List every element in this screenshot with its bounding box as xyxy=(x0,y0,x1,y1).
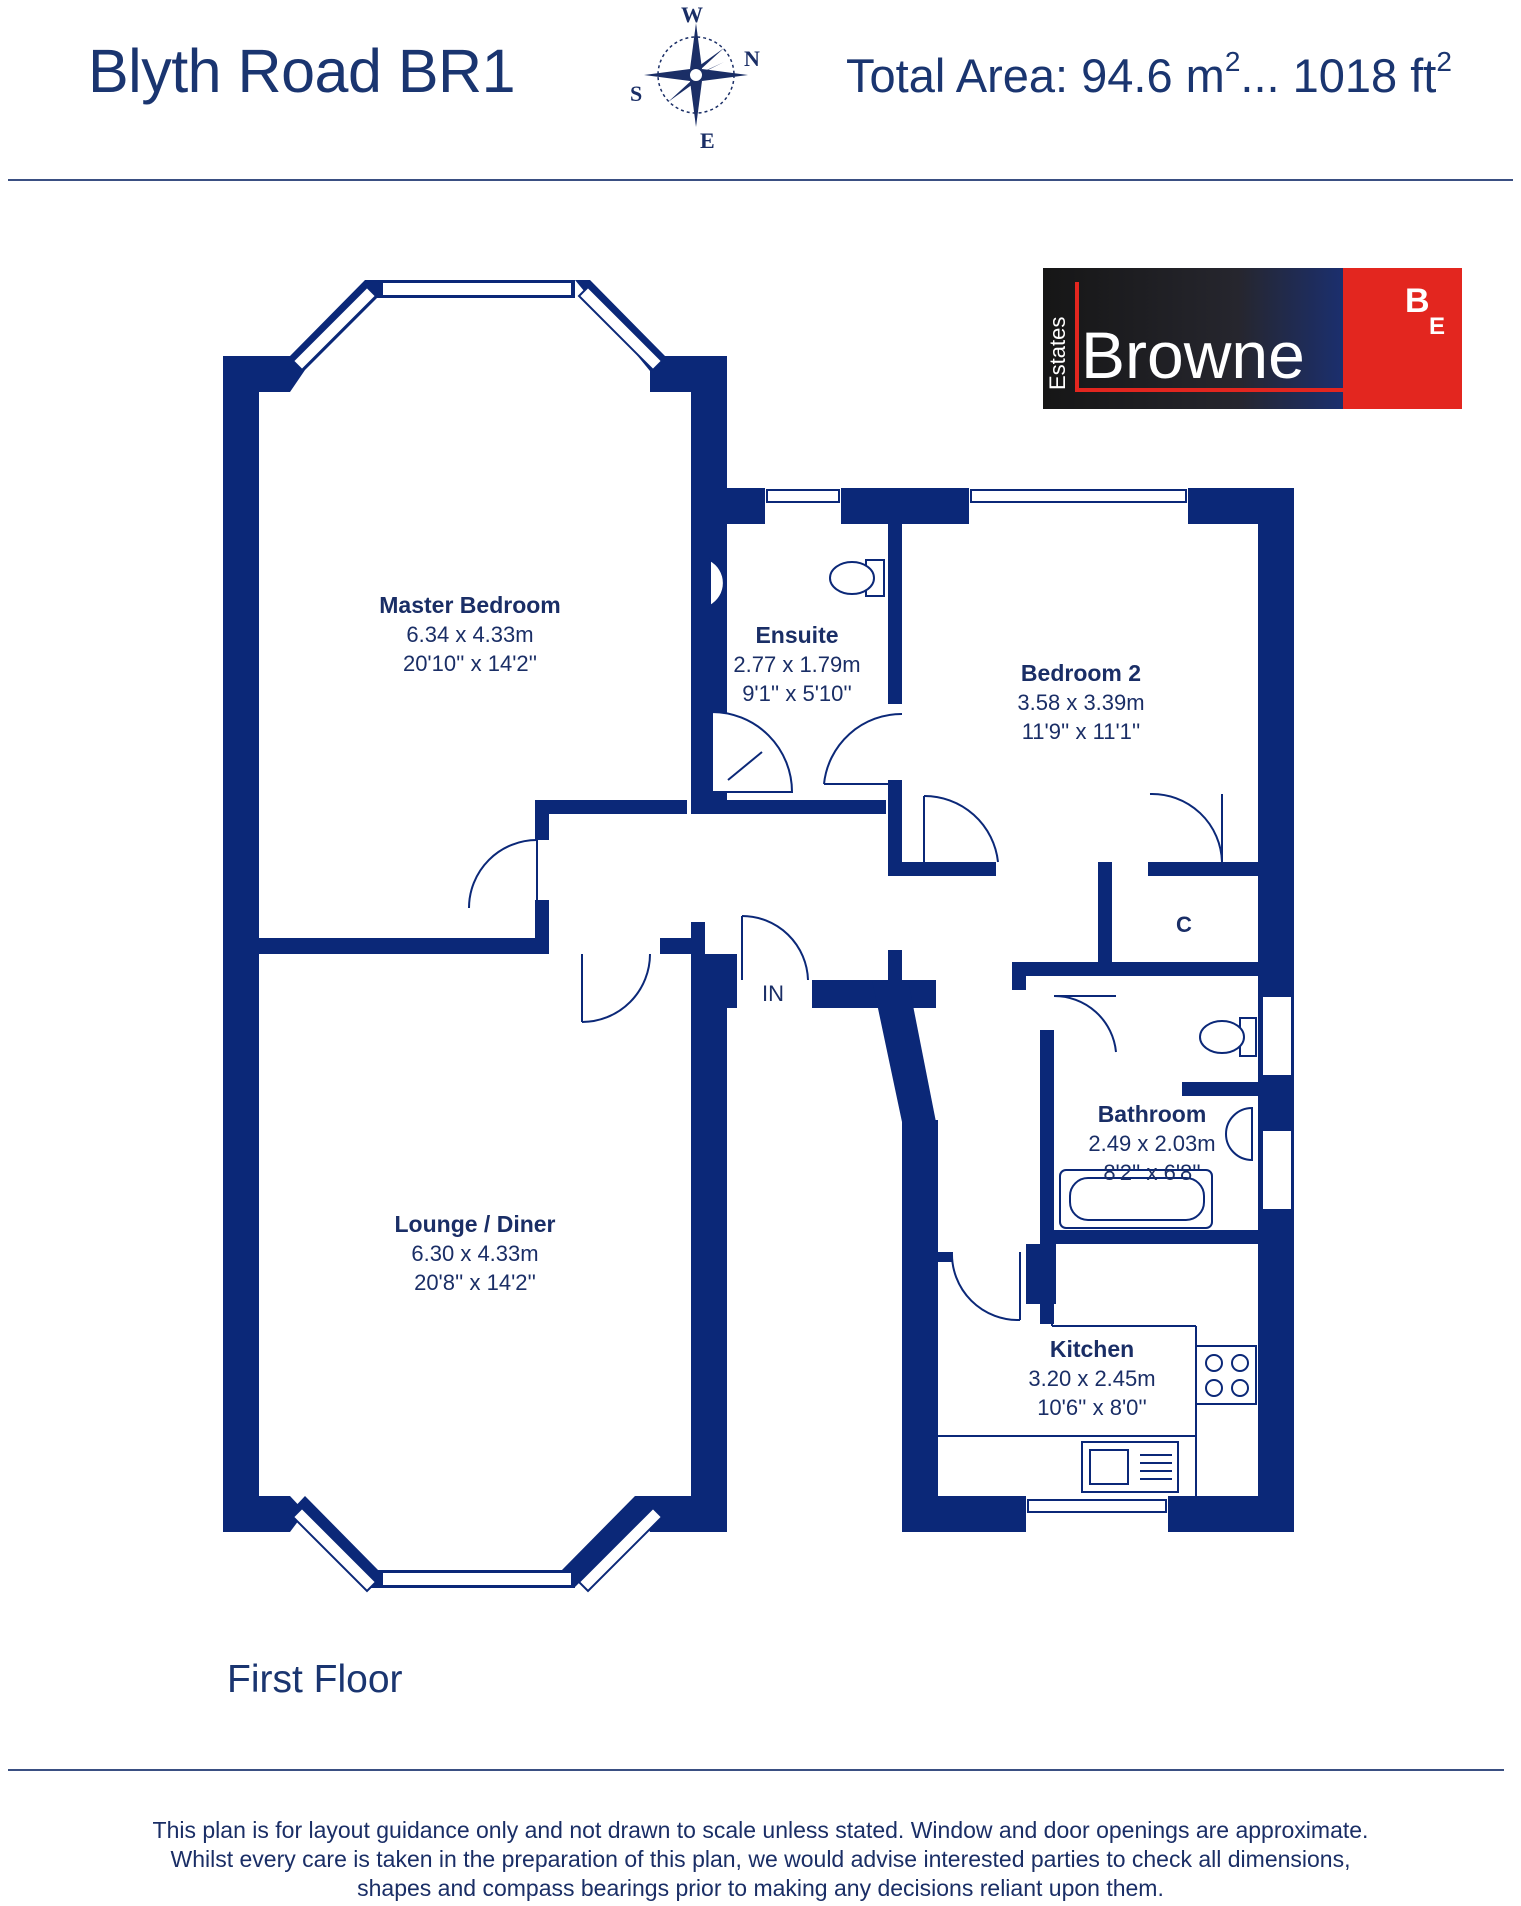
total-area-sup-imperial: 2 xyxy=(1436,46,1452,78)
compass-east: E xyxy=(700,128,715,150)
room-bedroom-2: Bedroom 2 3.58 x 3.39m 11'9'' x 11'1'' xyxy=(1017,659,1144,746)
room-name: Bathroom xyxy=(1097,1101,1207,1127)
room-metric: 2.49 x 2.03m xyxy=(1088,1131,1216,1156)
room-metric: 6.30 x 4.33m xyxy=(411,1241,539,1266)
floor-label: First Floor xyxy=(227,1658,403,1701)
compass-north: N xyxy=(744,46,760,71)
room-metric: 3.20 x 2.45m xyxy=(1028,1366,1156,1391)
logo-brand: Browne xyxy=(1081,318,1305,392)
room-name: Lounge / Diner xyxy=(394,1211,556,1237)
room-name: Kitchen xyxy=(1049,1336,1135,1362)
entrance-label: IN xyxy=(762,981,784,1006)
room-imperial: 20'10'' x 14'2'' xyxy=(402,651,538,676)
room-metric: 2.77 x 1.79m xyxy=(733,652,861,677)
footer-divider xyxy=(8,1769,1504,1771)
room-imperial: 11'9'' x 11'1'' xyxy=(1021,719,1141,744)
room-lounge-diner: Lounge / Diner 6.30 x 4.33m 20'8'' x 14'… xyxy=(395,1210,556,1297)
browne-estates-logo: Estates Browne B E xyxy=(1043,268,1462,409)
disclaimer-line: Whilst every care is taken in the prepar… xyxy=(170,1846,1351,1872)
logo-estates: Estates xyxy=(1045,317,1070,390)
compass-west: W xyxy=(681,2,703,27)
header-divider xyxy=(8,179,1513,181)
disclaimer-line: shapes and compass bearings prior to mak… xyxy=(357,1875,1164,1901)
total-area-imperial: ... 1018 ft xyxy=(1240,49,1437,102)
room-imperial: 10'6'' x 8'0'' xyxy=(1037,1395,1147,1420)
disclaimer-line: This plan is for layout guidance only an… xyxy=(152,1817,1369,1843)
room-imperial: 20'8'' x 14'2'' xyxy=(414,1270,536,1295)
room-metric: 3.58 x 3.39m xyxy=(1017,690,1145,715)
room-imperial: 8'2'' x 6'8'' xyxy=(1103,1160,1201,1185)
total-area: Total Area: 94.6 m2... 1018 ft2 xyxy=(846,46,1452,103)
compass-rose-icon: W N S E xyxy=(630,2,760,150)
total-area-metric: Total Area: 94.6 m xyxy=(846,49,1225,102)
room-metric: 6.34 x 4.33m xyxy=(406,622,534,647)
room-name: Master Bedroom xyxy=(379,592,561,618)
logo-monogram-e: E xyxy=(1429,313,1445,340)
room-ensuite: Ensuite 2.77 x 1.79m 9'1'' x 5'10'' xyxy=(733,621,860,708)
room-kitchen: Kitchen 3.20 x 2.45m 10'6'' x 8'0'' xyxy=(1028,1335,1155,1422)
room-master-bedroom: Master Bedroom 6.34 x 4.33m 20'10'' x 14… xyxy=(379,591,560,678)
logo-monogram-b: B xyxy=(1405,282,1430,320)
compass-south: S xyxy=(630,81,642,106)
cupboard-label: C xyxy=(1176,912,1192,937)
property-title: Blyth Road BR1 xyxy=(88,37,516,105)
room-name: Ensuite xyxy=(755,622,839,648)
room-imperial: 9'1'' x 5'10'' xyxy=(742,681,852,706)
total-area-sup-metric: 2 xyxy=(1224,46,1241,78)
disclaimer: This plan is for layout guidance only an… xyxy=(0,1816,1521,1903)
room-name: Bedroom 2 xyxy=(1020,660,1142,686)
room-bathroom: Bathroom 2.49 x 2.03m 8'2'' x 6'8'' xyxy=(1088,1100,1215,1187)
